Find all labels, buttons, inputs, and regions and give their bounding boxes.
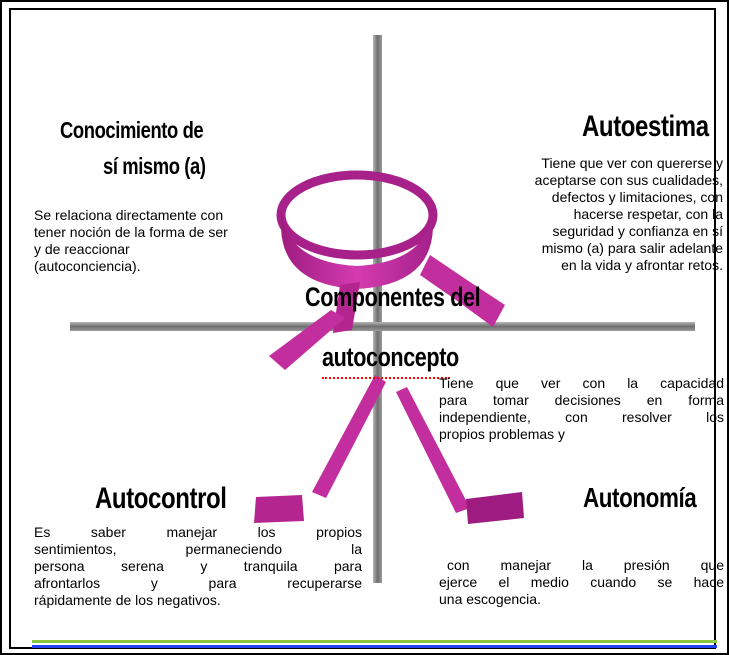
center-title-line1: Componentes del [305, 282, 481, 312]
autonomia-line: independiente, con resolver los [439, 409, 724, 425]
autonomia-line: Tiene que ver con la capacidad [439, 375, 724, 391]
autocontrol-title: Autocontrol [95, 482, 227, 515]
autonomia-line: con manejar la presión que [447, 557, 724, 573]
center-title-line2: autoconcepto [322, 342, 459, 372]
autonomia-description-top: Tiene que ver con la capacidad para toma… [439, 375, 724, 443]
autocontrol-line: rápidamente de los negativos. [34, 592, 221, 608]
conocimiento-line: y de reaccionar [34, 241, 130, 257]
autocontrol-line: afrontarlos y para recuperarse [34, 575, 362, 591]
autocontrol-line: sentimientos, permaneciendo la [34, 541, 362, 557]
bottom-rule-blue [32, 645, 717, 648]
autocontrol-line: persona serena y tranquila para [34, 558, 362, 574]
ribbon-left-leg [312, 375, 386, 498]
autonomia-description-bottom: con manejar la presión que ejerce el med… [439, 557, 724, 608]
autonomia-line: para tomar decisiones en forma [439, 392, 724, 408]
ribbon-right-arm [420, 255, 505, 327]
conocimiento-description: Se relaciona directamente con tener noci… [34, 207, 294, 275]
ribbon-right-leg [396, 387, 470, 513]
spellcheck-underline [322, 377, 450, 379]
autoestima-line: hacerse respetar, con la [573, 206, 723, 222]
ribbon-left-arm [269, 310, 345, 370]
ribbon-right-foot [466, 492, 524, 524]
autoestima-line: defectos y limitaciones, con [551, 189, 723, 205]
ribbon-head-ring [276, 170, 438, 260]
conocimiento-line: (autoconciencia). [34, 258, 141, 274]
autoestima-line: seguridad y confianza en sí [552, 223, 723, 239]
vertical-axis [373, 35, 382, 583]
autocontrol-description: Es saber manejar los propios sentimiento… [34, 524, 362, 609]
inner-frame [9, 8, 716, 649]
conocimiento-title-line1: Conocimiento de [60, 117, 204, 143]
autoestima-line: Tiene que ver con quererse y [541, 155, 723, 171]
autoestima-line: aceptarse con sus cualidades, [534, 172, 723, 188]
autonomia-line: ejerce el medio cuando se hace [439, 574, 724, 590]
horizontal-axis [70, 322, 695, 331]
autoestima-title: Autoestima [582, 110, 709, 143]
autoestima-description: Tiene que ver con quererse y aceptarse c… [455, 155, 723, 274]
ribbon-figure [254, 170, 524, 524]
autoestima-line: en la vida y afrontar retos. [561, 257, 723, 273]
conocimiento-line: Se relaciona directamente con [34, 207, 224, 223]
bottom-rule-green [32, 640, 717, 643]
autonomia-line: propios problemas y [439, 426, 566, 442]
conocimiento-title-line2: sí mismo (a) [103, 153, 206, 179]
autonomia-line: una escogencia. [439, 591, 541, 607]
conocimiento-line: tener noción de la forma de ser [34, 224, 228, 240]
autocontrol-line: Es saber manejar los propios [34, 524, 362, 540]
autonomia-title: Autonomía [583, 482, 697, 513]
autoestima-line: mismo (a) para salir adelante [541, 240, 723, 256]
ribbon-left-foot [254, 495, 304, 523]
ribbon-head-band [281, 205, 433, 289]
